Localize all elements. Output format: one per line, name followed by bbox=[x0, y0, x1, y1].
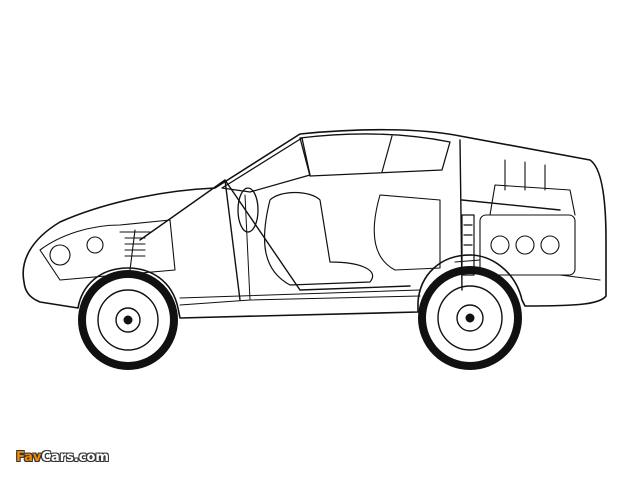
favcars-watermark: FavCars.com bbox=[16, 450, 109, 465]
b-pillar bbox=[381, 135, 393, 173]
front-wheel bbox=[78, 270, 178, 370]
watermark-suffix: Cars.com bbox=[41, 450, 109, 465]
body-outline bbox=[22, 128, 607, 319]
door-line bbox=[179, 194, 421, 306]
rear-suspension bbox=[461, 214, 475, 276]
engine bbox=[454, 159, 601, 281]
windshield bbox=[221, 137, 311, 193]
rocker-line bbox=[179, 289, 421, 299]
rear-wheel bbox=[418, 266, 522, 370]
steering-wheel bbox=[237, 187, 259, 233]
rear-seat bbox=[373, 194, 441, 271]
front-mechanicals bbox=[39, 219, 176, 281]
side-window bbox=[299, 133, 451, 177]
frame-tubes bbox=[139, 139, 561, 301]
watermark-prefix: Fav bbox=[16, 450, 42, 465]
seat bbox=[263, 191, 374, 286]
